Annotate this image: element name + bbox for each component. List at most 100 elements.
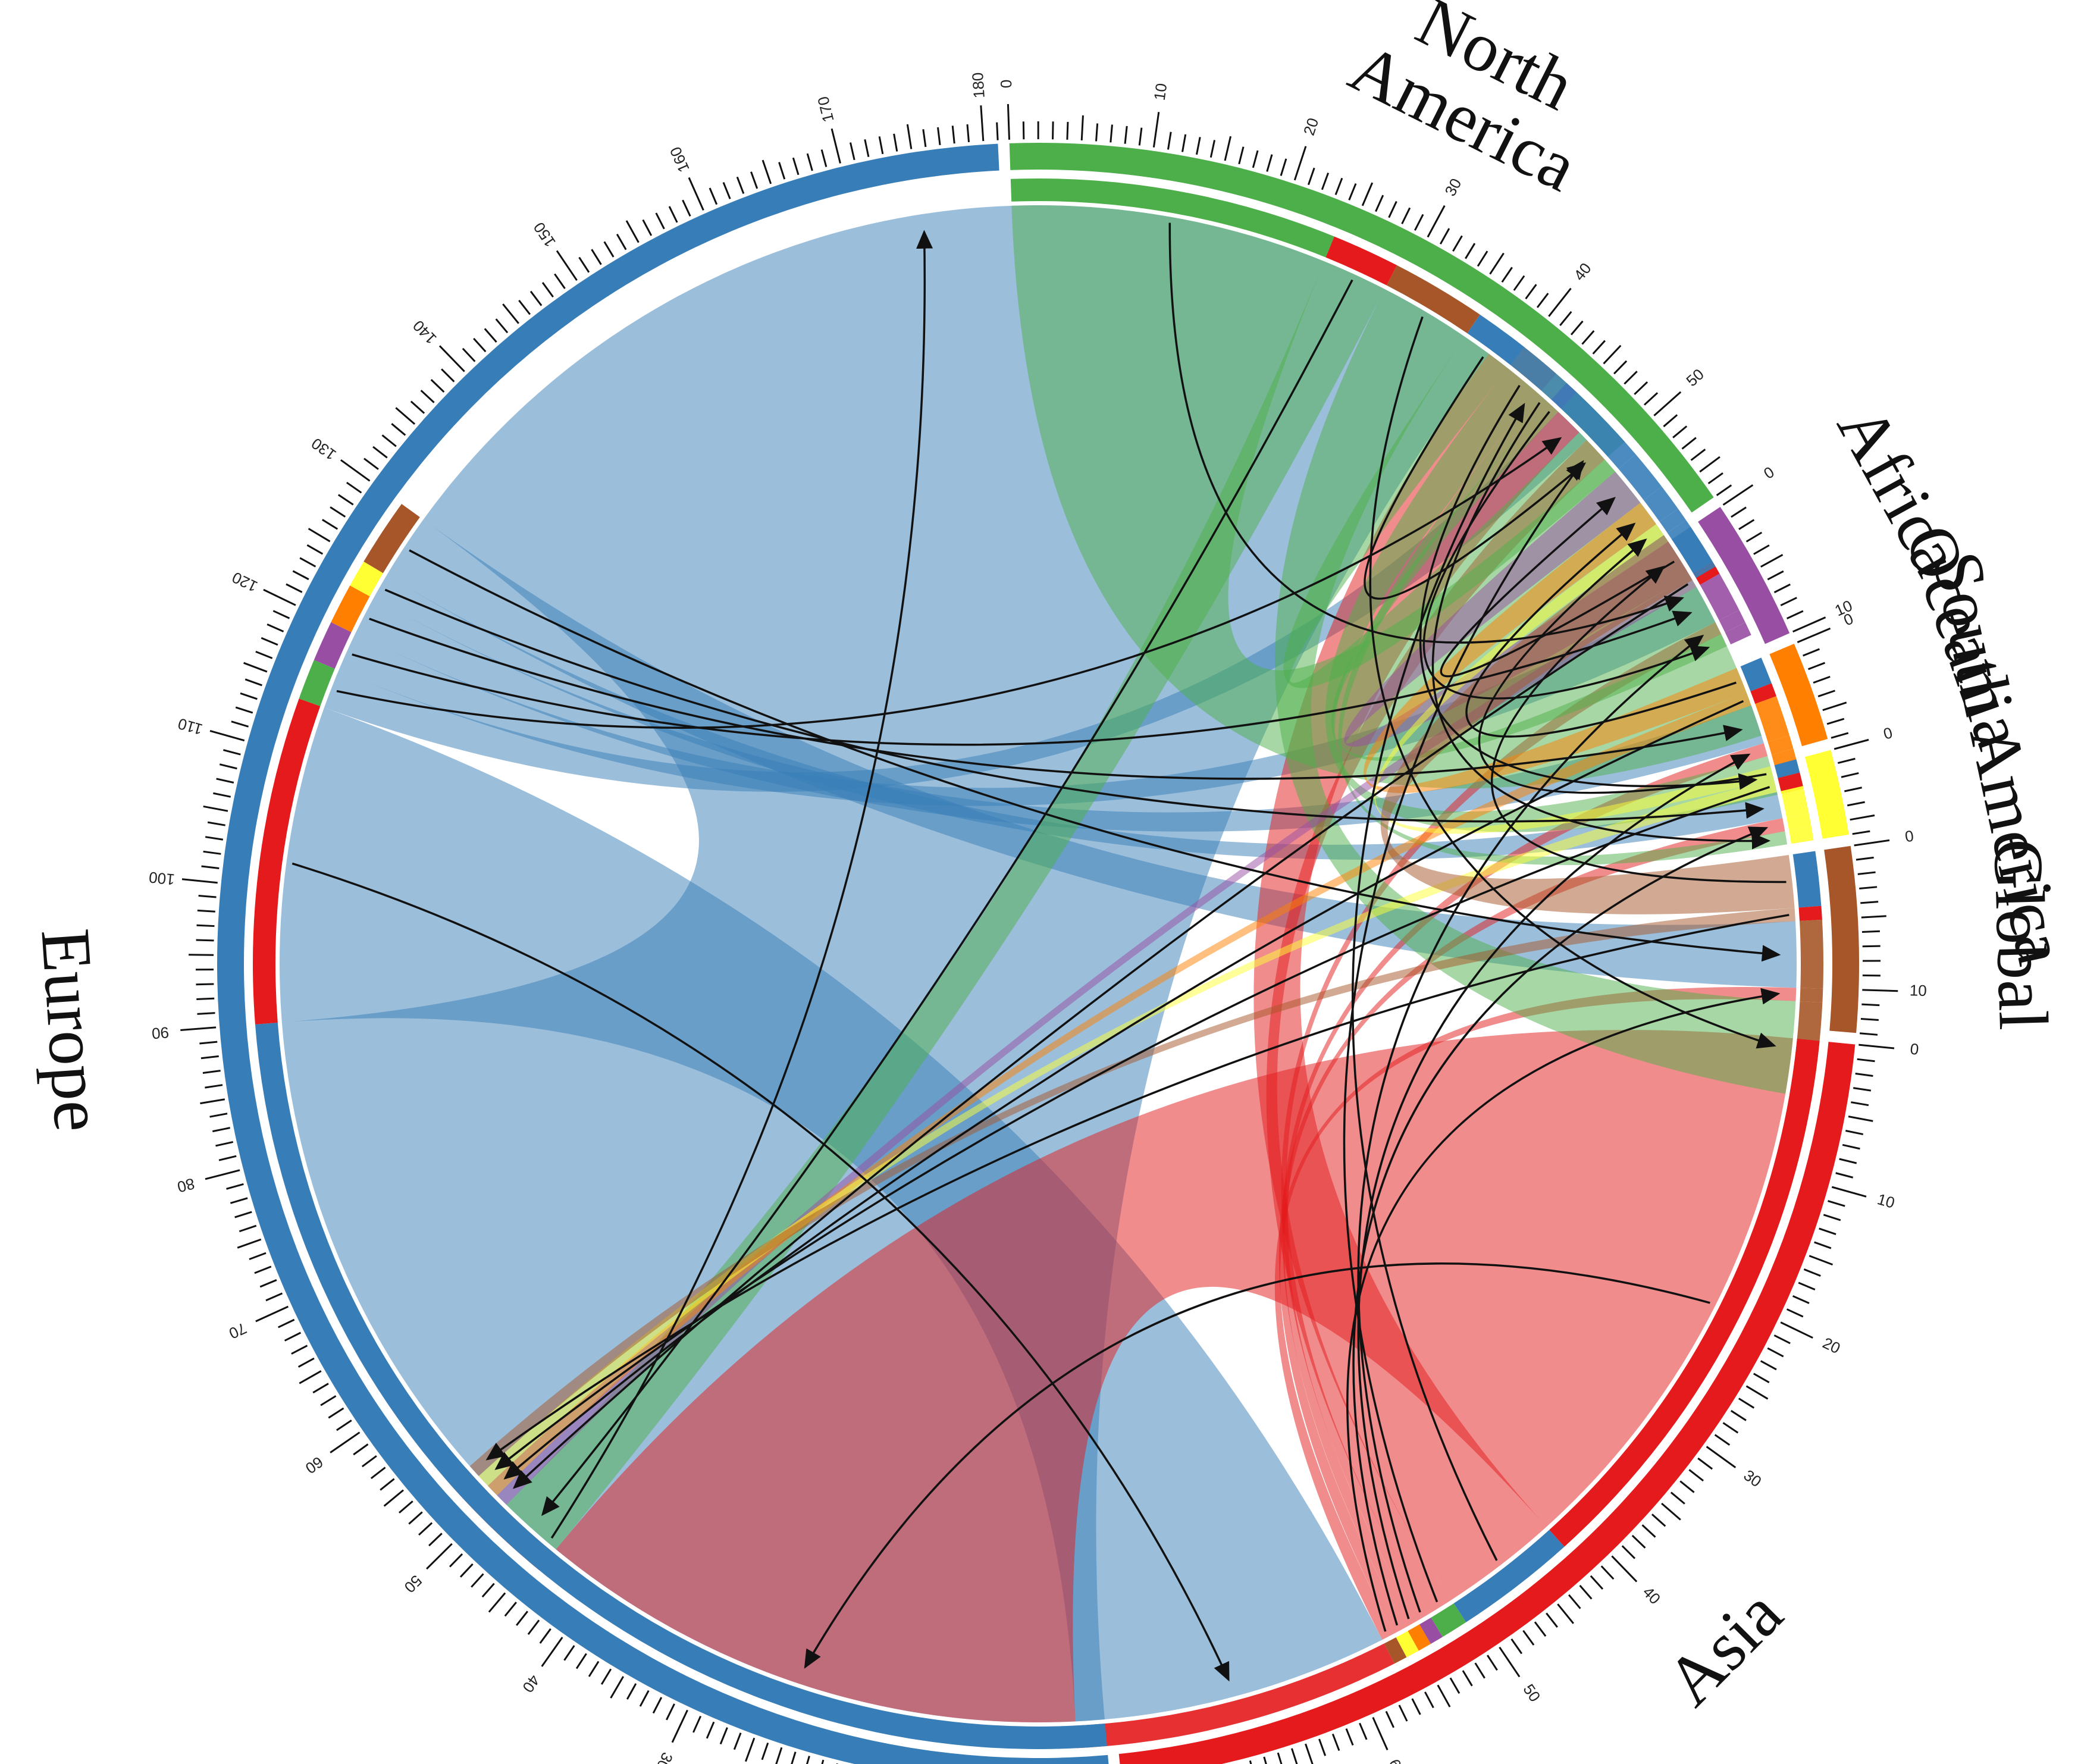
tick-mark	[1859, 1044, 1895, 1049]
tick-label: 130	[308, 434, 340, 464]
tick-mark	[205, 836, 224, 841]
tick-label: 90	[151, 1023, 170, 1042]
tick-mark	[1853, 1087, 1872, 1092]
sub-band-oceania-0	[1740, 657, 1772, 691]
tick-mark	[235, 706, 253, 714]
tick-mark	[312, 1383, 329, 1394]
tick-mark	[449, 1553, 463, 1568]
tick-mark	[1007, 104, 1010, 140]
tick-mark	[588, 1660, 600, 1677]
tick-mark	[600, 1668, 612, 1685]
tick-mark	[218, 1155, 237, 1161]
tick-mark	[1557, 1603, 1574, 1624]
tick-mark	[1844, 787, 1862, 792]
tick-label: 30	[653, 1750, 676, 1764]
tick-mark	[1837, 757, 1856, 764]
tick-mark	[234, 1211, 252, 1218]
tick-mark	[1681, 437, 1697, 450]
tick-mark	[495, 318, 509, 334]
sub-band-in-africa-1	[1719, 610, 1745, 632]
tick-mark	[196, 924, 215, 928]
tick-mark	[625, 220, 640, 243]
tick-mark	[292, 570, 309, 581]
sub-band-in-europe-4	[1659, 508, 1686, 533]
tick-mark	[196, 983, 214, 986]
tick-mark	[541, 1637, 563, 1667]
tick-mark	[322, 519, 339, 530]
flow-ribbon-south-america-to-europe	[1374, 524, 1774, 834]
tick-mark	[1823, 1214, 1841, 1221]
tick-mark	[1641, 1524, 1656, 1538]
sub-band-asia-6	[1384, 1637, 1407, 1664]
tick-mark	[484, 328, 497, 343]
tick-mark	[1831, 1186, 1867, 1198]
tick-mark	[213, 792, 231, 798]
tick-mark	[1803, 1268, 1821, 1277]
tick-mark	[906, 124, 913, 149]
tick-mark	[239, 1224, 257, 1233]
flow-ribbon-asia-to-asia	[556, 1030, 1793, 1722]
tick-mark	[240, 692, 258, 700]
tick-mark	[893, 133, 898, 152]
tick-label: 120	[229, 568, 260, 596]
tick-mark	[688, 177, 704, 211]
tick-mark	[1859, 886, 1878, 890]
tick-mark	[937, 127, 941, 146]
tick-mark	[196, 939, 214, 942]
tick-mark	[1828, 1200, 1845, 1207]
flow-arrow-2	[336, 437, 1562, 729]
tick-mark	[1670, 1492, 1685, 1505]
tick-mark	[878, 136, 884, 155]
tick-mark	[1753, 1373, 1770, 1383]
tick-label: 80	[175, 1174, 197, 1196]
tick-mark	[1439, 228, 1450, 245]
tick-mark	[1852, 830, 1870, 835]
tick-label: 160	[666, 144, 693, 175]
tick-mark	[1307, 167, 1315, 186]
sub-band-in-europe-3	[1643, 486, 1678, 522]
tick-mark	[655, 212, 665, 230]
tick-mark	[1209, 140, 1216, 158]
tick-mark	[231, 720, 249, 728]
tick-mark	[330, 506, 346, 518]
tick-mark	[504, 1602, 517, 1617]
tick-mark	[353, 1443, 369, 1456]
tick-mark	[1706, 1446, 1737, 1468]
tick-mark	[1290, 1748, 1298, 1764]
tick-mark	[1714, 1434, 1731, 1446]
tick-mark	[1661, 1502, 1681, 1521]
tick-mark	[272, 610, 290, 619]
tick-mark	[1334, 177, 1343, 195]
tick-mark	[1318, 1738, 1327, 1756]
tick-mark	[1753, 544, 1770, 555]
sector-africa	[1698, 506, 1790, 644]
tick-mark	[381, 434, 397, 447]
tick-mark	[1634, 381, 1648, 395]
flow-arrow-20	[1422, 411, 1710, 700]
tick-mark	[1263, 1756, 1267, 1764]
tick-mark	[277, 1318, 295, 1329]
tick-label: 40	[1570, 259, 1594, 284]
tick-mark	[516, 1611, 528, 1626]
tick-label: 140	[409, 317, 440, 347]
tick-mark	[215, 1141, 234, 1147]
tick-mark	[1465, 243, 1476, 259]
flow-arrow-14	[1168, 223, 1684, 644]
tick-mark	[199, 1041, 218, 1045]
tick-mark	[471, 1573, 484, 1588]
tick-mark	[1817, 690, 1835, 698]
tick-mark	[709, 187, 718, 205]
tick-mark	[1424, 1691, 1434, 1709]
tick-mark	[1080, 115, 1084, 141]
tick-mark	[263, 588, 296, 606]
tick-label: 20	[1820, 1334, 1843, 1358]
tick-mark	[1807, 662, 1826, 670]
tick-mark	[1066, 121, 1069, 140]
tick-mark	[1477, 250, 1488, 267]
tick-mark	[1731, 506, 1747, 518]
flow-ribbon-north-america-to-europe	[1283, 336, 1616, 688]
sub-band-europe-6	[363, 503, 420, 574]
tick-mark	[212, 1127, 230, 1133]
tick-mark	[1546, 1612, 1558, 1628]
tick-mark	[1613, 360, 1628, 375]
